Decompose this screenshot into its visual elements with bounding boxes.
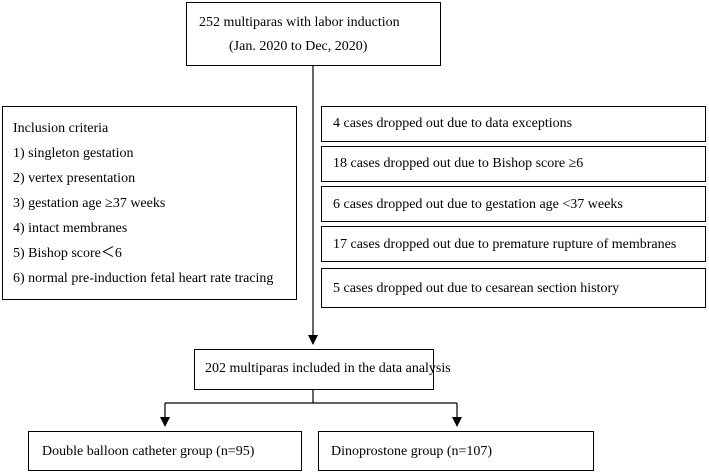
inclusion-item: 6) normal pre-induction fetal heart rate… [13, 271, 274, 286]
cohort-box: 252 multiparas with labor induction (Jan… [186, 2, 441, 66]
exclusion-box: 4 cases dropped out due to data exceptio… [321, 106, 706, 142]
group-box-dinoprostone: Dinoprostone group (n=107) [318, 431, 594, 471]
exclusion-box: 17 cases dropped out due to premature ru… [321, 226, 706, 262]
exclusion-text: 5 cases dropped out due to cesarean sect… [333, 281, 620, 296]
inclusion-item: 4) intact membranes [13, 221, 128, 236]
group-box-balloon: Double balloon catheter group (n=95) [28, 431, 302, 471]
inclusion-item: 3) gestation age ≥37 weeks [13, 196, 166, 211]
exclusion-box: 6 cases dropped out due to gestation age… [321, 186, 706, 222]
group-label: Double balloon catheter group (n=95) [42, 444, 255, 459]
cohort-period: (Jan. 2020 to Dec, 2020) [229, 39, 368, 54]
inclusion-item: 1) singleton gestation [13, 146, 134, 161]
exclusion-text: 6 cases dropped out due to gestation age… [333, 197, 623, 212]
inclusion-criteria-title: Inclusion criteria [13, 121, 109, 136]
cohort-title: 252 multiparas with labor induction [199, 15, 400, 30]
analysis-text: 202 multiparas included in the data anal… [205, 361, 451, 376]
exclusion-box: 18 cases dropped out due to Bishop score… [321, 146, 706, 182]
inclusion-item: 5) Bishop score＜6 [13, 246, 122, 261]
inclusion-criteria-box: Inclusion criteria 1) singleton gestatio… [2, 106, 297, 300]
exclusion-text: 18 cases dropped out due to Bishop score… [333, 156, 584, 171]
inclusion-item: 2) vertex presentation [13, 171, 136, 186]
group-label: Dinoprostone group (n=107) [331, 444, 493, 459]
exclusion-box: 5 cases dropped out due to cesarean sect… [321, 268, 706, 308]
exclusion-text: 17 cases dropped out due to premature ru… [333, 237, 677, 252]
analysis-box: 202 multiparas included in the data anal… [194, 349, 451, 390]
exclusion-text: 4 cases dropped out due to data exceptio… [333, 116, 573, 131]
